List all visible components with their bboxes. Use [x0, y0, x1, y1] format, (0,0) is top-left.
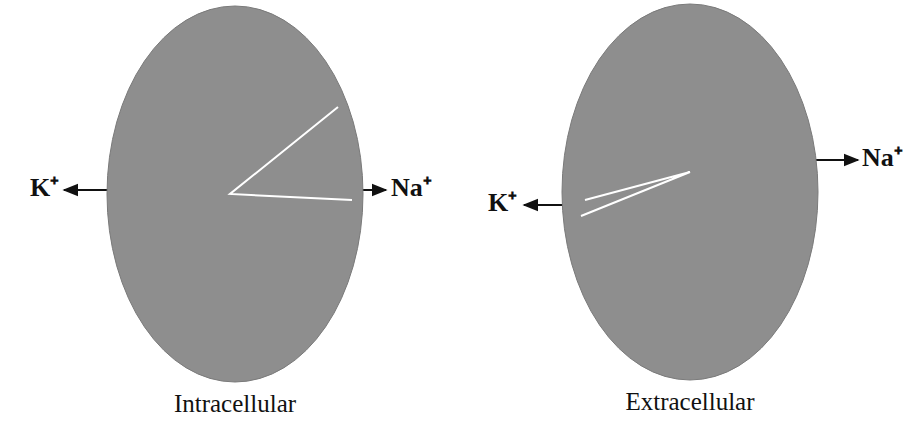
compartment-oval: [105, 4, 365, 384]
ion-label: K⁺: [30, 174, 59, 203]
compartment-oval: [560, 2, 820, 382]
compartment-caption: Extracellular: [560, 388, 820, 416]
ion-label: Na⁺: [862, 144, 903, 173]
compartment-caption: Intracellular: [105, 390, 365, 418]
wedge-line: [230, 107, 352, 200]
ion-label: Na⁺: [391, 174, 432, 203]
cell-compartment: Extracellular: [560, 2, 820, 416]
cell-compartment: Intracellular: [105, 4, 365, 418]
oval-shape: [107, 6, 363, 382]
wedge-line: [581, 172, 690, 216]
oval-shape: [562, 4, 818, 380]
ion-label: K⁺: [488, 189, 517, 218]
